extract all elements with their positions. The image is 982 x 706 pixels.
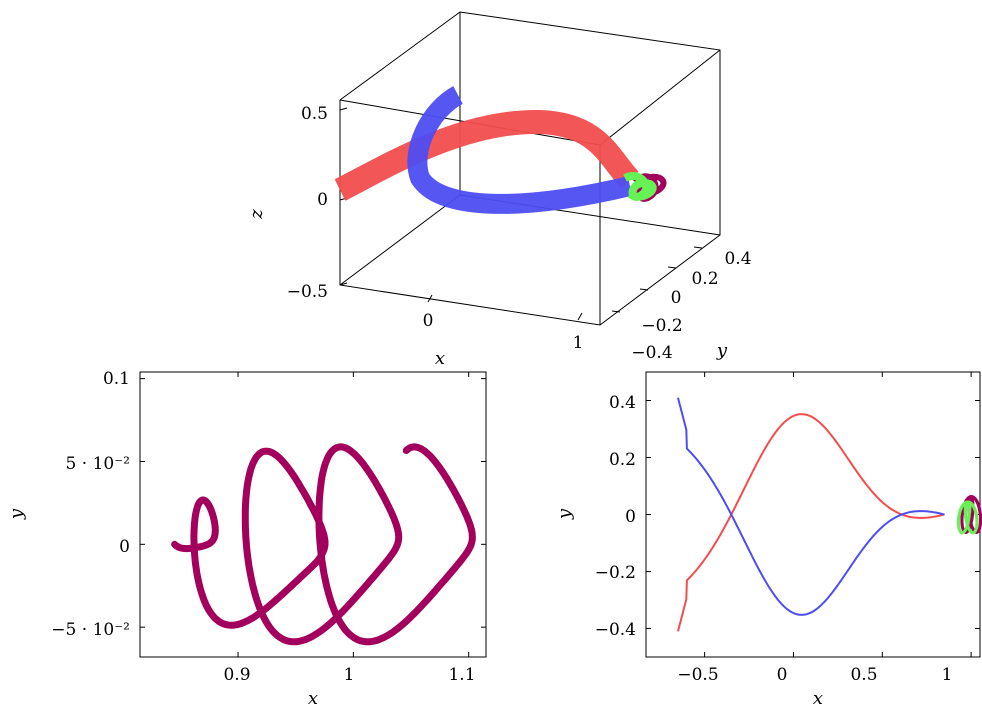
bl-xtick-label: 0.9 — [223, 665, 250, 685]
br-xtick-label: −0.5 — [677, 665, 718, 685]
3d-ytick-label: 0 — [671, 288, 682, 308]
3d-ytick-label: 0.4 — [724, 249, 751, 269]
br-ytick-label: −0.2 — [595, 563, 636, 583]
3d-ztick — [339, 107, 348, 111]
bl-ticks — [140, 372, 486, 657]
bl-series-curve — [171, 443, 476, 646]
3d-zaxis-label: z — [246, 209, 267, 220]
br-series-line — [677, 397, 945, 616]
br-ytick-label: 0.4 — [609, 393, 636, 413]
bl-ytick-label: 0.1 — [103, 369, 130, 389]
panel-3d: 0.5 0 −0.5 0 1 −0.4 −0.2 0 0.2 0.4 x y z — [246, 11, 752, 369]
3d-xtick — [427, 294, 433, 303]
br-yaxis-label: y — [554, 508, 575, 520]
3d-xtick-label: 0 — [423, 311, 434, 331]
br-plot-frame — [645, 371, 981, 658]
br-ytick-label: −0.4 — [595, 620, 636, 640]
3d-ztick-label: 0 — [317, 190, 328, 210]
3d-series-magenta-loop — [632, 173, 667, 202]
panel-bottom-right: −0.5 0 0.5 1 0.4 0.2 0 −0.2 −0.4 x y — [554, 371, 982, 706]
3d-xaxis-label: x — [435, 348, 445, 369]
bl-xtick-label: 1 — [344, 665, 355, 685]
3d-series-red-tube — [334, 109, 639, 201]
br-ticks — [646, 372, 980, 657]
bl-ytick-label: −5 · 10⁻² — [51, 620, 130, 640]
3d-ytick-label: −0.2 — [641, 316, 682, 336]
br-xaxis-label: x — [813, 688, 823, 706]
3d-ztick-label: 0.5 — [301, 104, 328, 124]
3d-ztick-label: −0.5 — [287, 282, 328, 302]
3d-ytick — [667, 266, 677, 269]
3d-ytick — [639, 288, 649, 291]
br-xtick-label: 0 — [777, 665, 788, 685]
3d-series-blue-tube — [407, 86, 633, 214]
bl-xaxis-label: x — [308, 688, 318, 706]
3d-xtick-label: 1 — [573, 333, 584, 353]
panel-bottom-left: 0.9 1 1.1 −5 · 10⁻² 0 5 · 10⁻² 0.1 x y — [6, 369, 487, 706]
br-ytick-label: 0.2 — [609, 450, 636, 470]
3d-yaxis-label: y — [716, 340, 728, 361]
3d-ytick — [693, 246, 703, 249]
bl-ytick-label: 0 — [119, 537, 130, 557]
3d-xtick — [577, 312, 583, 321]
bl-xtick-label: 1.1 — [448, 665, 475, 685]
3d-curves — [334, 86, 667, 214]
br-series-rosette — [956, 500, 979, 535]
bl-plot-frame — [139, 371, 487, 658]
3d-ytick — [611, 310, 621, 313]
br-series-rosette — [960, 494, 982, 535]
3d-ytick-label: −0.4 — [631, 343, 672, 363]
3d-ztick — [339, 282, 348, 286]
br-ytick-label: 0 — [625, 507, 636, 527]
3d-series-green-loop — [623, 172, 657, 201]
br-series-curves — [677, 397, 982, 632]
bl-ytick-label: 5 · 10⁻² — [66, 454, 130, 474]
3d-frame-edge-6 — [599, 49, 721, 146]
3d-ticks — [339, 107, 703, 321]
bl-yaxis-label: y — [6, 508, 27, 520]
br-xtick-label: 1 — [942, 665, 953, 685]
3d-ytick-label: 0.2 — [691, 269, 718, 289]
3d-frame-edge-2 — [339, 194, 461, 286]
br-xtick-label: 0.5 — [850, 665, 877, 685]
br-series-line — [677, 413, 945, 632]
